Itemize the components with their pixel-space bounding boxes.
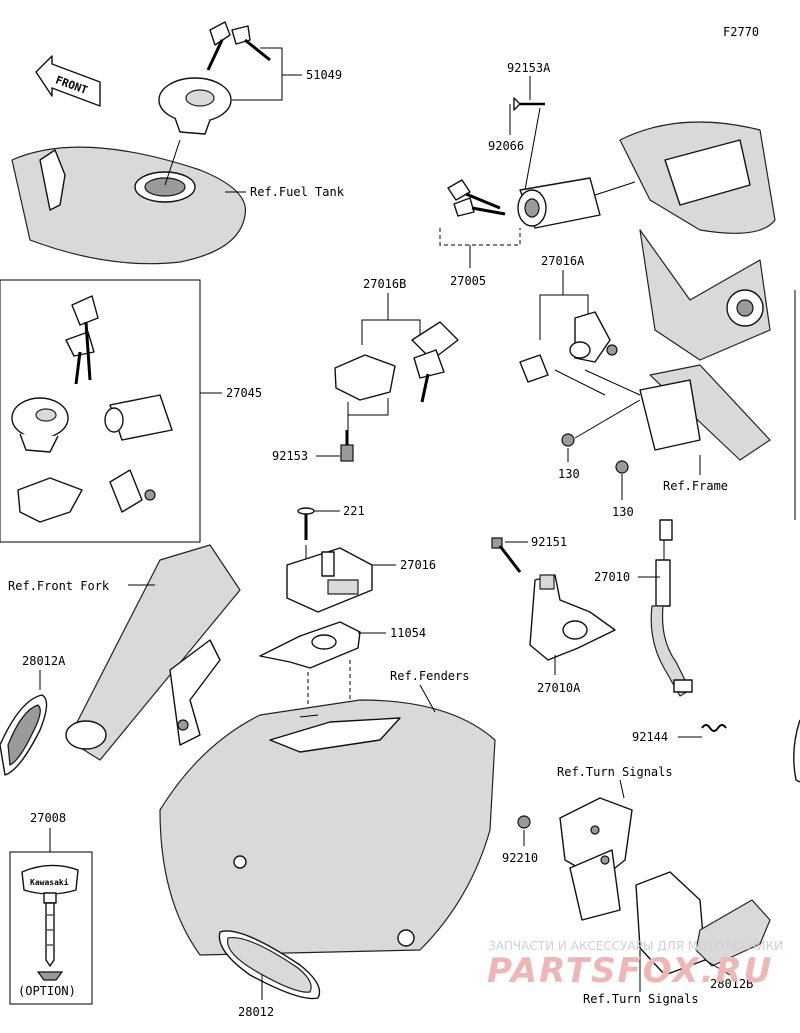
ref-fenders: Ref.Fenders: [390, 669, 469, 683]
label-130-a: 130: [558, 467, 580, 481]
label-92151: 92151: [531, 535, 567, 549]
option-label: (OPTION): [18, 984, 76, 998]
spring-92144-icon: [701, 724, 727, 732]
front-fork-drawing: [65, 544, 241, 761]
option-key-icon: Kawasaki: [21, 864, 79, 981]
bolt-92151: [491, 537, 522, 573]
label-130-b: 130: [612, 505, 634, 519]
ref-front-fork: Ref.Front Fork: [8, 579, 110, 593]
ignition-key-icon: [447, 179, 506, 217]
label-92144: 92144: [632, 730, 668, 744]
label-28012: 28012: [238, 1005, 274, 1019]
front-arrow-icon: FRONT: [35, 55, 101, 107]
turn-signal-bracket-drawing: [559, 797, 633, 921]
label-27016B: 27016B: [363, 277, 406, 291]
key-27016B-icon: [411, 321, 459, 403]
switch-27010-drawing: [650, 519, 693, 697]
ref-frame: Ref.Frame: [663, 479, 728, 493]
label-28012A: 28012A: [22, 654, 66, 668]
bolt-92153: [340, 430, 354, 462]
label-92066: 92066: [488, 139, 524, 153]
fuel-tank-drawing: [11, 146, 247, 265]
nut-130-b: [615, 460, 629, 474]
ref-turn-signals-top: Ref.Turn Signals: [557, 765, 673, 779]
watermark-line1: ЗАПЧАСТИ И АКСЕССУАРЫ ДЛЯ МОТОТЕХНИКИ: [488, 939, 783, 953]
frame-drawing: [619, 121, 776, 461]
label-51049: 51049: [306, 68, 342, 82]
label-27010A: 27010A: [537, 681, 581, 695]
label-92153A: 92153A: [507, 61, 551, 75]
reflector-28012B-drawing: [635, 871, 771, 976]
kit-keys-icon: [65, 295, 99, 385]
label-28012B: 28012B: [710, 977, 753, 991]
label-92210: 92210: [502, 851, 538, 865]
reflector-28012-drawing: [218, 930, 321, 1000]
screw-221: [297, 507, 315, 540]
reflector-28012A-drawing: [0, 694, 48, 776]
diagram-code: F2770: [723, 25, 759, 39]
label-27016A: 27016A: [541, 254, 585, 268]
kit-cap-drawing: [11, 397, 69, 453]
kit-bracket-drawing: [17, 469, 156, 523]
label-11054: 11054: [390, 626, 426, 640]
bracket-27016B-drawing: [334, 354, 396, 401]
watermark-line2: PARTSFOX.RU: [487, 951, 773, 991]
label-27016: 27016: [400, 558, 436, 572]
label-27005: 27005: [450, 274, 486, 288]
label-27010: 27010: [594, 570, 630, 584]
bracket-27016-drawing: [286, 547, 373, 613]
plate-11054-drawing: [259, 621, 361, 669]
switch-27010A-drawing: [529, 574, 616, 661]
key-pair-icon: [206, 21, 271, 71]
bracket-27016A-drawing: [519, 311, 618, 383]
label-27045: 27045: [226, 386, 262, 400]
label-27008: 27008: [30, 811, 66, 825]
nut-130-a: [561, 433, 575, 447]
fuel-cap-drawing: [158, 77, 232, 135]
key-tag-brand: Kawasaki: [30, 877, 69, 887]
ignition-switch-drawing: [517, 177, 636, 229]
bolt-92210: [517, 815, 531, 829]
kit-switch-drawing: [104, 394, 173, 441]
label-221: 221: [343, 504, 365, 518]
fender-drawing: [159, 699, 496, 956]
label-92153: 92153: [272, 449, 308, 463]
ref-fuel-tank: Ref.Fuel Tank: [250, 185, 345, 199]
ref-turn-signals-bottom: Ref.Turn Signals: [583, 992, 699, 1006]
